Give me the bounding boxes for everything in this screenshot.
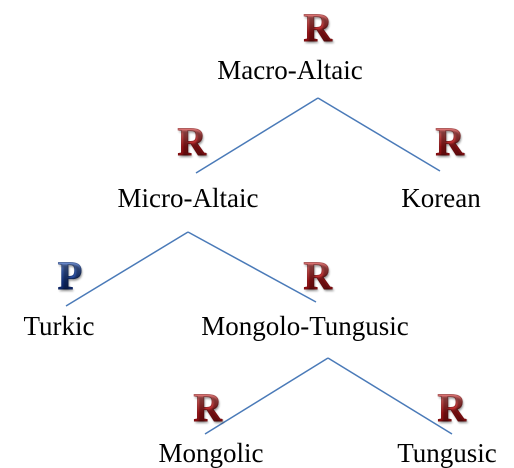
- turkic-label: Turkic: [23, 311, 95, 341]
- edge-mongolo-tungusic-to-mongolic: [204, 357, 329, 435]
- edge-mongolo-tungusic-to-tungusic: [327, 357, 453, 435]
- edge-micro-to-mongolo-tungusic: [187, 231, 317, 303]
- edge-macro-to-micro: [195, 97, 319, 174]
- tungusic-label: Tungusic: [397, 438, 497, 468]
- mongolic-label: Mongolic: [158, 438, 264, 468]
- tungusic-badge: R: [437, 385, 467, 430]
- korean-badge: R: [435, 119, 465, 164]
- korean-label: Korean: [401, 183, 481, 213]
- turkic-badge: P: [57, 253, 83, 298]
- macro-altaic-badge: R: [303, 5, 333, 50]
- micro-altaic-label: Micro-Altaic: [117, 183, 259, 213]
- edge-micro-to-turkic: [65, 231, 189, 307]
- edge-macro-to-korean: [317, 97, 441, 172]
- mongolo-tungusic-label: Mongolo-Tungusic: [201, 311, 409, 341]
- mongolic-badge: R: [193, 385, 223, 430]
- mongolo-tungusic-badge: R: [303, 253, 333, 298]
- macro-altaic-label: Macro-Altaic: [217, 55, 363, 85]
- micro-altaic-badge: R: [177, 119, 207, 164]
